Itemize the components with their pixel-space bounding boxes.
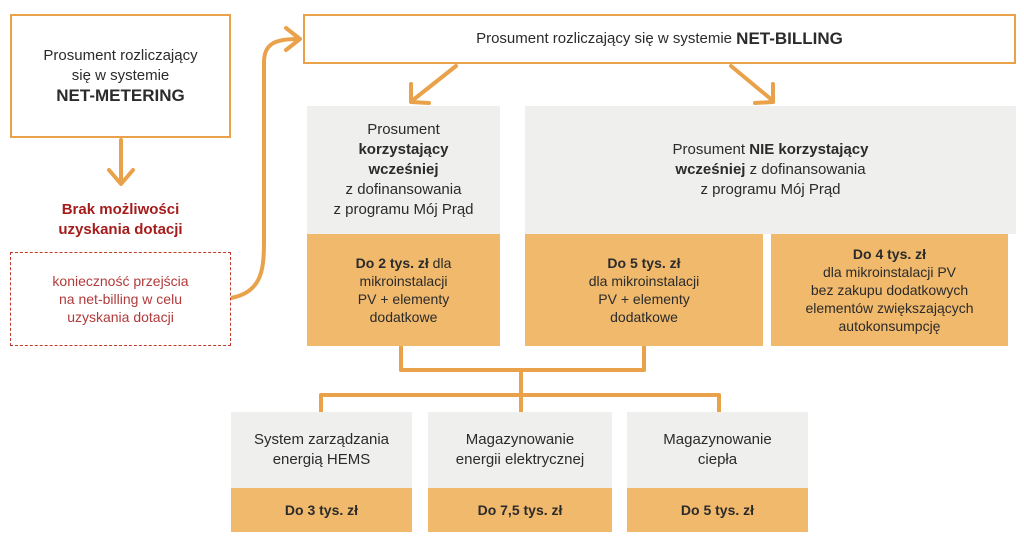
arrow-netbilling-right	[729, 64, 774, 102]
electric-storage-line2: energii elektrycznej	[455, 451, 585, 468]
heat-storage-amount: Do 5 tys. zł	[680, 502, 755, 518]
grant-5k-box: Do 5 tys. zł dla mikroinstalacji PV + el…	[525, 234, 763, 346]
electric-storage-box: Magazynowanie energii elektrycznej	[428, 412, 612, 488]
prosument-not-used-rest2: z dofinansowania	[745, 161, 866, 178]
grant-2k-line1: Do 2 tys. zł dla	[356, 254, 452, 272]
arrowhead-netmetering-down	[107, 168, 135, 186]
prosument-not-used-line3: z programu Mój Prąd	[700, 181, 841, 198]
no-subsidy-line2: uzyskania dotacji	[58, 221, 183, 238]
transition-note-box: konieczność przejścia na net-billing w c…	[10, 252, 231, 346]
grant-5k-line2: dla mikroinstalacji	[588, 273, 700, 289]
net-billing-title: NET-BILLING	[736, 29, 843, 48]
no-subsidy-label: Brak możliwości uzyskania dotacji	[10, 200, 231, 240]
electric-storage-amount: Do 7,5 tys. zł	[477, 502, 563, 518]
grant-2k-line3: PV + elementy	[357, 291, 450, 307]
prosument-used-bold1: korzystający	[358, 141, 449, 158]
grant-4k-line4: elementów zwiększających	[805, 300, 974, 316]
grant-4k-line2: dla mikroinstalacji PV	[822, 264, 957, 280]
hems-amount: Do 3 tys. zł	[284, 502, 359, 518]
arrowhead-netbilling-right	[753, 82, 775, 105]
arrow-transition-to-netbilling	[229, 37, 299, 300]
net-metering-box: Prosument rozliczający się w systemie NE…	[10, 14, 231, 138]
prosument-not-used-bold2: wcześniej	[675, 161, 746, 178]
grant-5k-amount: Do 5 tys. zł	[607, 255, 681, 271]
grant-4k-box: Do 4 tys. zł dla mikroinstalacji PV bez …	[771, 234, 1008, 346]
prosument-not-used-line2: wcześniej z dofinansowania	[675, 160, 865, 180]
hems-line2: energią HEMS	[272, 451, 371, 468]
grant-2k-line2: mikroinstalacji	[359, 273, 448, 289]
grant-5k-line3: PV + elementy	[598, 291, 690, 307]
grant-2k-amount: Do 2 tys. zł	[355, 255, 429, 271]
prosument-used-box: Prosument korzystający wcześniej z dofin…	[307, 106, 500, 234]
prosument-used-line1: Prosument	[367, 121, 440, 138]
net-metering-line1: Prosument rozliczający	[43, 47, 198, 64]
grant-4k-amount: Do 4 tys. zł	[852, 246, 927, 262]
arrowhead-to-netbilling	[284, 26, 302, 52]
net-metering-line2: się w systemie	[71, 67, 170, 84]
grant-2k-suffix: dla	[428, 255, 452, 271]
prosument-used-bold2: wcześniej	[368, 161, 439, 178]
hems-amount-box: Do 3 tys. zł	[231, 488, 412, 532]
transition-note-line2: na net-billing w celu	[59, 291, 182, 307]
arrowhead-netbilling-left	[409, 82, 431, 105]
no-subsidy-line1: Brak możliwości	[61, 201, 180, 218]
grant-2k-line4: dodatkowe	[369, 309, 438, 325]
transition-note-line1: konieczność przejścia	[52, 273, 189, 289]
prosument-not-used-box: Prosument NIE korzystający wcześniej z d…	[525, 106, 1016, 234]
hems-line1: System zarządzania	[253, 431, 390, 448]
prosument-used-line3: z dofinansowania	[345, 181, 462, 198]
grant-4k-line5: autokonsumpcję	[838, 318, 941, 334]
net-billing-box: Prosument rozliczający się w systemie NE…	[303, 14, 1016, 64]
hems-box: System zarządzania energią HEMS	[231, 412, 412, 488]
net-billing-prefix: Prosument rozliczający się w systemie	[476, 30, 737, 47]
transition-note-line3: uzyskania dotacji	[67, 309, 174, 325]
arrow-netbilling-left	[411, 64, 458, 102]
grant-4k-line3: bez zakupu dodatkowych	[810, 282, 969, 298]
electric-storage-line1: Magazynowanie	[465, 431, 575, 448]
prosument-not-used-line1: Prosument NIE korzystający	[673, 140, 869, 160]
heat-storage-line2: ciepła	[697, 451, 738, 468]
prosument-used-line4: z programu Mój Prąd	[333, 201, 474, 218]
heat-storage-line1: Magazynowanie	[663, 431, 772, 448]
prosument-not-used-bold1: NIE korzystający	[749, 141, 869, 158]
prosument-not-used-prefix: Prosument	[672, 141, 750, 158]
grant-5k-line4: dodatkowe	[610, 309, 678, 325]
heat-storage-amount-box: Do 5 tys. zł	[627, 488, 808, 532]
electric-storage-amount-box: Do 7,5 tys. zł	[428, 488, 612, 532]
net-metering-title: NET-METERING	[56, 86, 185, 105]
heat-storage-box: Magazynowanie ciepła	[627, 412, 808, 488]
grant-2k-box: Do 2 tys. zł dla mikroinstalacji PV + el…	[307, 234, 500, 346]
